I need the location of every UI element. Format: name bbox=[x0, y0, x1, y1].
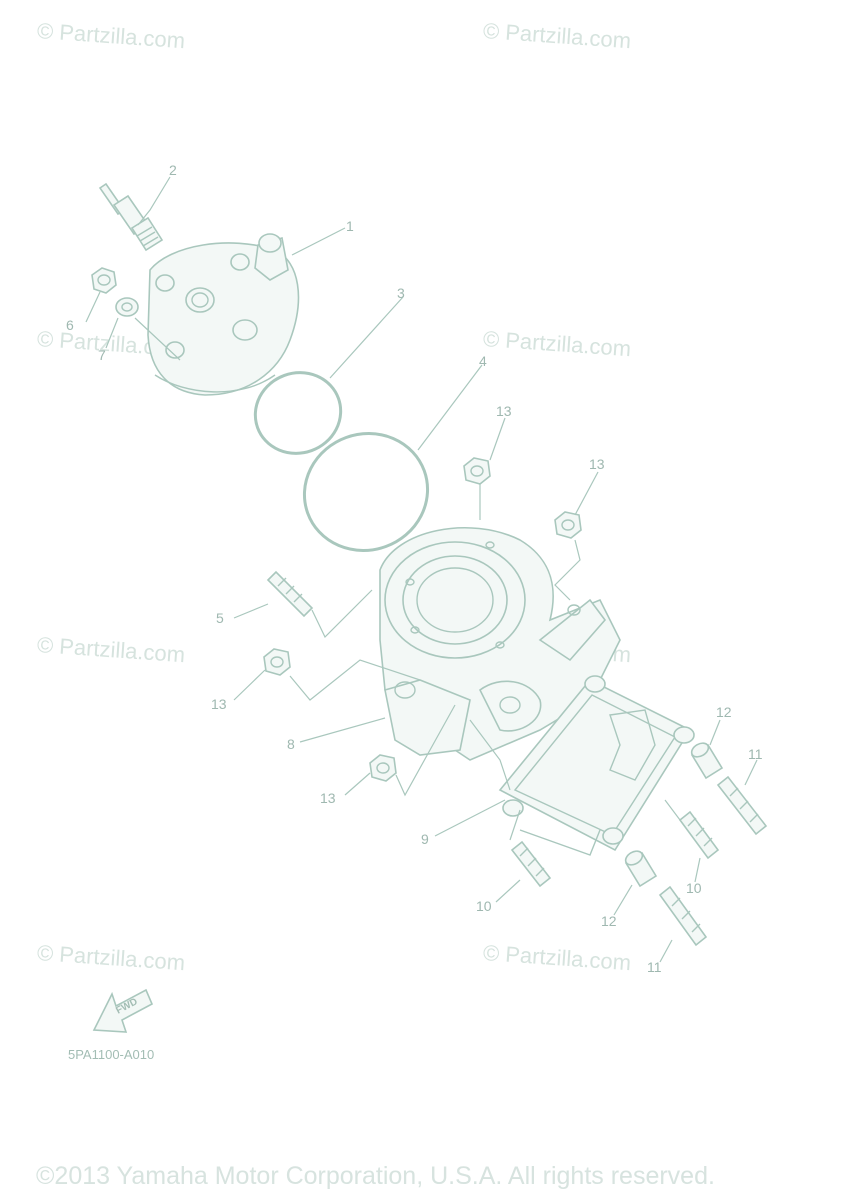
part-head-nut[interactable] bbox=[91, 267, 117, 294]
part-stud-bolt-5[interactable] bbox=[266, 570, 314, 618]
callout-7: 7 bbox=[98, 347, 106, 363]
part-dowel-12-a[interactable] bbox=[689, 740, 724, 780]
part-o-ring-large[interactable] bbox=[288, 416, 444, 567]
copyright-notice: ©2013 Yamaha Motor Corporation, U.S.A. A… bbox=[36, 1162, 715, 1190]
callout-13-d: 13 bbox=[320, 790, 336, 806]
callout-8: 8 bbox=[287, 736, 295, 752]
diagram-code: 5PA1100-A010 bbox=[68, 1047, 155, 1062]
part-nut-13-c[interactable] bbox=[263, 648, 291, 676]
leader-lines bbox=[85, 176, 758, 963]
callout-13-a: 13 bbox=[496, 403, 512, 419]
part-stud-10-a[interactable] bbox=[510, 840, 552, 888]
part-stud-11-a[interactable] bbox=[716, 775, 768, 836]
callout-12-b: 12 bbox=[601, 913, 617, 929]
part-spark-plug[interactable] bbox=[98, 182, 164, 252]
callout-11-b: 11 bbox=[647, 959, 662, 975]
callout-1: 1 bbox=[346, 218, 354, 234]
part-stud-10-b[interactable] bbox=[678, 810, 720, 860]
part-o-ring-small[interactable] bbox=[244, 361, 352, 466]
callout-10-b: 10 bbox=[686, 880, 702, 896]
part-base-gasket[interactable] bbox=[498, 675, 695, 856]
callout-10-a: 10 bbox=[476, 898, 492, 914]
callout-9: 9 bbox=[421, 831, 429, 847]
callout-6: 6 bbox=[66, 317, 74, 333]
part-cylinder[interactable] bbox=[379, 527, 621, 761]
part-stud-11-b[interactable] bbox=[658, 885, 708, 947]
part-nut-13-b[interactable] bbox=[554, 511, 582, 539]
part-nut-13-d[interactable] bbox=[369, 754, 397, 782]
part-nut-13-a[interactable] bbox=[463, 457, 491, 485]
callout-11-a: 11 bbox=[748, 746, 763, 762]
callout-13-c: 13 bbox=[211, 696, 227, 712]
callout-3: 3 bbox=[397, 285, 405, 301]
part-cylinder-head[interactable] bbox=[147, 233, 300, 396]
callout-2: 2 bbox=[169, 162, 177, 178]
fwd-arrow-icon: FWD bbox=[92, 988, 154, 1033]
callout-4: 4 bbox=[479, 353, 487, 369]
callout-13-b: 13 bbox=[589, 456, 605, 472]
callout-5: 5 bbox=[216, 610, 224, 626]
part-washer[interactable] bbox=[115, 297, 139, 317]
callout-12-a: 12 bbox=[716, 704, 732, 720]
part-dowel-12-b[interactable] bbox=[623, 848, 658, 888]
